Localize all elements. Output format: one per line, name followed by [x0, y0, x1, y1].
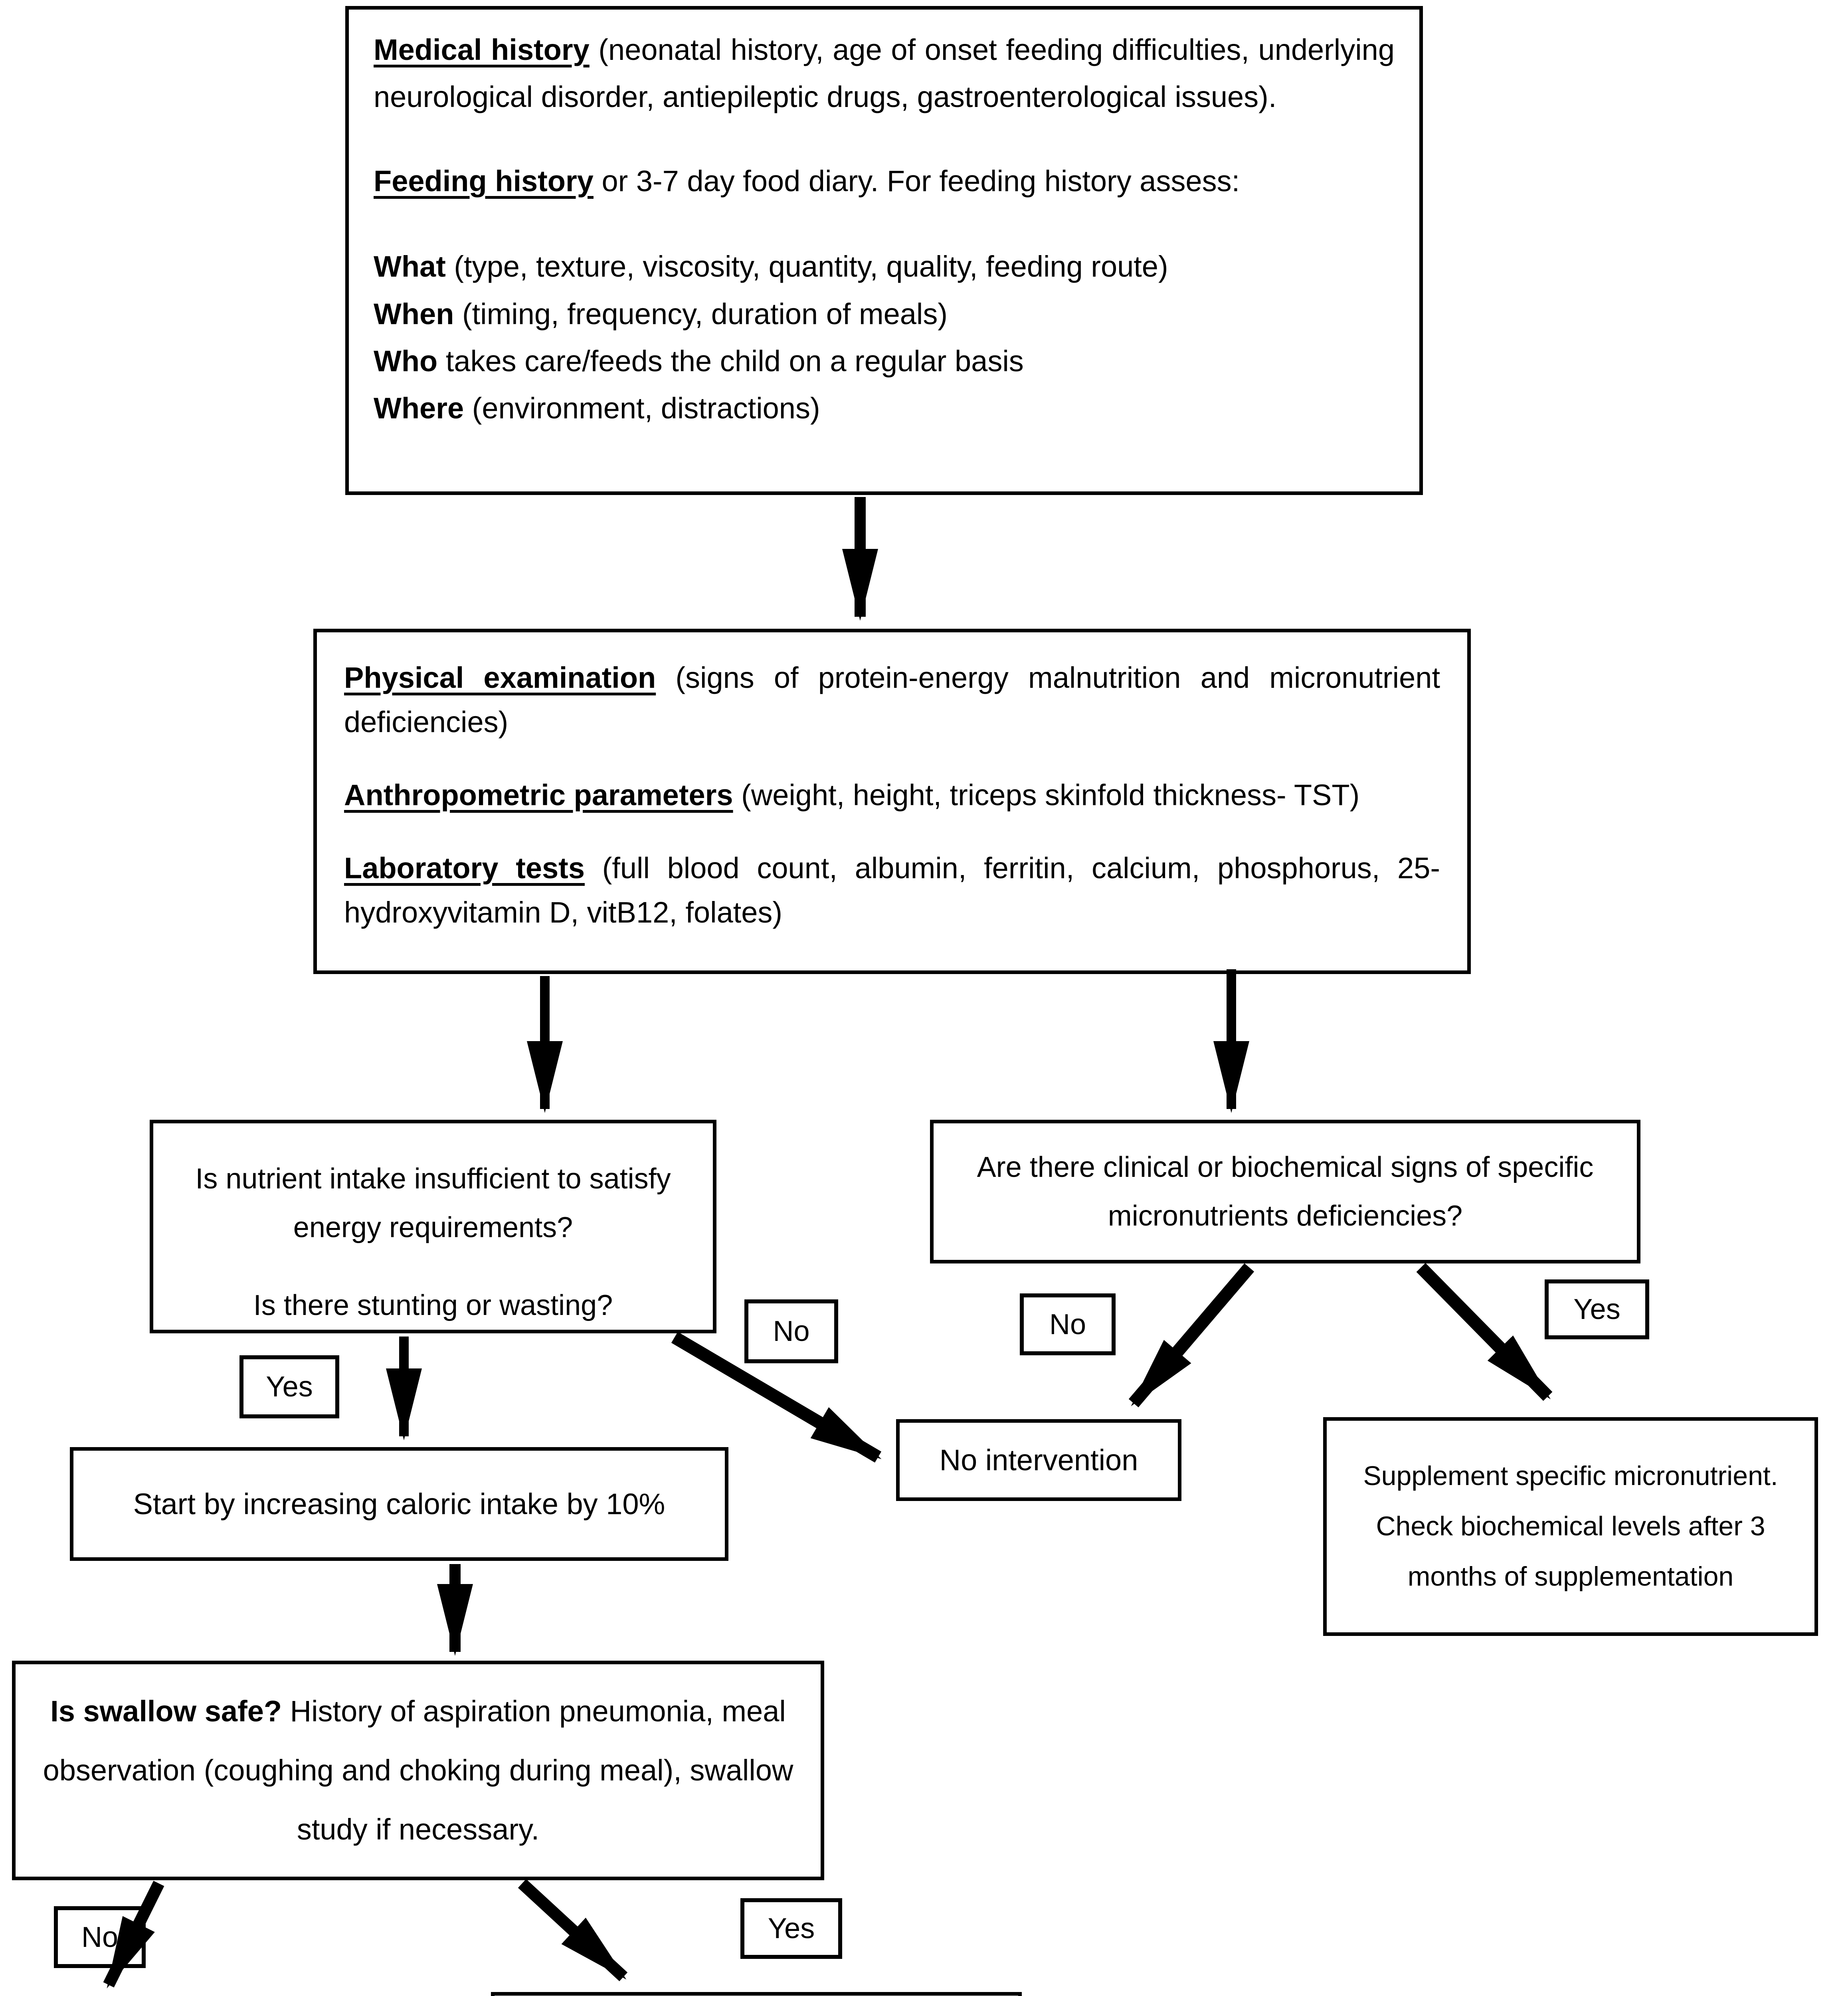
swallow-question-text: Is swallow safe? History of aspiration p…: [36, 1682, 800, 1859]
anthropometric-paragraph: Anthropometric parameters (weight, heigh…: [344, 773, 1440, 817]
feeding-item-who: Who takes care/feeds the child on a regu…: [374, 338, 1395, 385]
medical-history-paragraph: Medical history (neonatal history, age o…: [374, 26, 1395, 121]
item-bold: When: [374, 297, 454, 331]
micronutrient-question-text: Are there clinical or biochemical signs …: [977, 1151, 1594, 1232]
label-yes-micronutrient-text: Yes: [1573, 1293, 1620, 1325]
label-yes-micronutrient: Yes: [1545, 1279, 1649, 1339]
swallow-question-bold: Is swallow safe?: [50, 1695, 282, 1728]
arrow-micronutrient-no-to-no-intervention: [1128, 1263, 1254, 1408]
medical-history-title: Medical history: [374, 33, 590, 66]
label-no-energy-text: No: [773, 1315, 810, 1347]
laboratory-paragraph: Laboratory tests (full blood count, albu…: [344, 846, 1440, 935]
arrow-micronutrient-yes-to-supplement: [1416, 1263, 1553, 1401]
history-box: Medical history (neonatal history, age o…: [345, 6, 1423, 495]
physical-exam-paragraph: Physical examination (signs of protein-e…: [344, 655, 1440, 744]
caloric-intake-box: Start by increasing caloric intake by 10…: [70, 1447, 728, 1561]
energy-question-2: Is there stunting or wasting?: [253, 1289, 613, 1321]
energy-question-1: Is nutrient intake insufficient to satis…: [195, 1163, 671, 1244]
physical-exam-title: Physical examination: [344, 661, 656, 694]
label-no-micronutrient-text: No: [1049, 1308, 1086, 1341]
physical-exam-text: (signs of protein-energy malnutrition an…: [344, 661, 1440, 739]
supplement-text: Supplement specific micronutrient. Check…: [1363, 1461, 1778, 1592]
feeding-item-when: When (timing, frequency, duration of mea…: [374, 291, 1395, 338]
label-yes-energy-text: Yes: [266, 1371, 313, 1403]
supplement-box: Supplement specific micronutrient. Check…: [1323, 1417, 1818, 1636]
feeding-history-paragraph: Feeding history or 3-7 day food diary. F…: [374, 158, 1395, 205]
item-text: (environment, distractions): [464, 392, 820, 425]
label-yes-swallow: Yes: [740, 1898, 842, 1959]
item-text: (type, texture, viscosity, quantity, qua…: [445, 250, 1168, 283]
laboratory-text: (full blood count, albumin, ferritin, ca…: [344, 851, 1440, 929]
oral-intake-box: Optimize oral intake: choose optimal foo…: [491, 1992, 1022, 1996]
laboratory-title: Laboratory tests: [344, 851, 585, 885]
no-intervention-box: No intervention: [896, 1419, 1181, 1501]
label-no-swallow-text: No: [81, 1921, 119, 1953]
micronutrient-question-box: Are there clinical or biochemical signs …: [930, 1120, 1640, 1263]
swallow-question-rest: History of aspiration pneumonia, meal ob…: [43, 1695, 793, 1846]
feeding-history-text: or 3-7 day food diary. For feeding histo…: [593, 164, 1240, 198]
feeding-history-title: Feeding history: [374, 164, 594, 198]
item-bold: Where: [374, 392, 464, 425]
feeding-item-where: Where (environment, distractions): [374, 385, 1395, 432]
label-yes-swallow-text: Yes: [768, 1913, 815, 1945]
arrow-swallow-yes-to-oral-intake: [518, 1879, 628, 1982]
label-yes-energy: Yes: [239, 1355, 339, 1418]
caloric-intake-text: Start by increasing caloric intake by 10…: [133, 1487, 665, 1521]
swallow-question-box: Is swallow safe? History of aspiration p…: [12, 1661, 824, 1880]
label-no-energy: No: [744, 1299, 838, 1363]
item-text: (timing, frequency, duration of meals): [454, 297, 948, 331]
no-intervention-text: No intervention: [939, 1444, 1138, 1477]
anthropometric-text: (weight, height, triceps skinfold thickn…: [733, 778, 1360, 812]
anthropometric-title: Anthropometric parameters: [344, 778, 733, 812]
item-bold: Who: [374, 344, 438, 378]
item-bold: What: [374, 250, 446, 283]
item-text: takes care/feeds the child on a regular …: [437, 344, 1024, 378]
medical-history-text: (neonatal history, age of onset feeding …: [374, 33, 1395, 114]
energy-question-box: Is nutrient intake insufficient to satis…: [150, 1120, 716, 1333]
examination-box: Physical examination (signs of protein-e…: [313, 629, 1471, 974]
feeding-item-what: What (type, texture, viscosity, quantity…: [374, 243, 1395, 290]
label-no-swallow: No: [54, 1906, 146, 1968]
label-no-micronutrient: No: [1020, 1293, 1116, 1355]
